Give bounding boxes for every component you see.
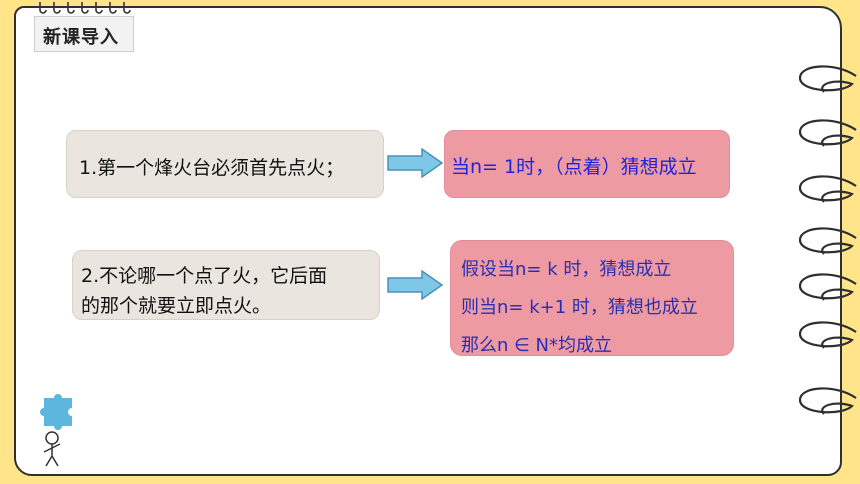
result-2-line1: 假设当n= k 时，猜想成立 (461, 259, 672, 280)
result-2-line3: 那么n ∈ N*均成立 (461, 335, 612, 356)
right-arrow-icon (387, 270, 444, 300)
right-arrow-icon (387, 148, 444, 178)
spiral-binding-icon (798, 321, 857, 349)
spiral-binding-icon (798, 175, 857, 203)
result-2-box: 假设当n= k 时，猜想成立 则当n= k+1 时，猜想也成立 那么n ∈ N*… (450, 240, 734, 356)
step-1-box: 1.第一个烽火台必须首先点火； (66, 130, 384, 198)
section-title: 新课导入 (43, 27, 119, 48)
step-2-line1: 2.不论哪一个点了火，它后面 (81, 265, 328, 287)
spiral-binding-icon (798, 119, 857, 147)
spiral-binding-icon (798, 227, 857, 255)
result-2-line2: 则当n= k+1 时，猜想也成立 (461, 297, 698, 318)
step-2-box: 2.不论哪一个点了火，它后面 的那个就要立即点火。 (72, 250, 380, 320)
result-1-text: 当n= 1时，（点着）猜想成立 (451, 156, 697, 178)
section-tag: 新课导入 (34, 16, 134, 52)
puzzle-person-icon (40, 394, 72, 467)
spiral-binding-icon (798, 387, 857, 415)
binder-ring-icon (39, 2, 131, 14)
spiral-binding-icon (798, 273, 857, 301)
step-1-text: 1.第一个烽火台必须首先点火； (79, 157, 345, 179)
step-2-line2: 的那个就要立即点火。 (81, 295, 272, 317)
spiral-binding-icon (798, 65, 857, 93)
result-1-box: 当n= 1时，（点着）猜想成立 (444, 130, 730, 198)
